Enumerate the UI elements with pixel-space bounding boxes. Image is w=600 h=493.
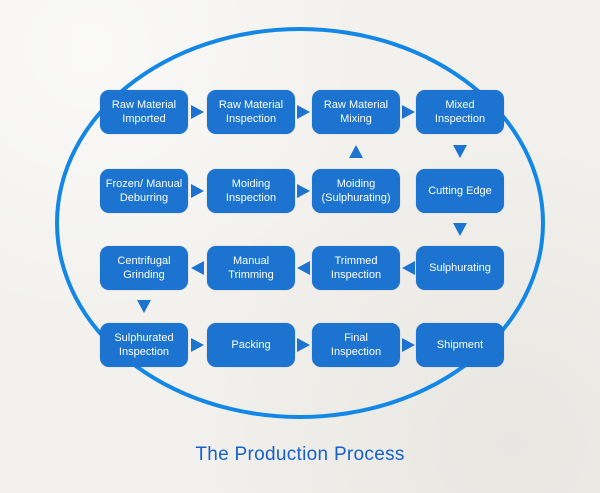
flow-box-trimmed-inspection: Trimmed Inspection bbox=[312, 246, 400, 290]
box-label: Shipment bbox=[436, 338, 484, 351]
arrow-left-icon bbox=[297, 261, 310, 275]
arrow-down-icon bbox=[453, 223, 467, 236]
arrow-up-icon bbox=[349, 145, 363, 158]
flow-box-cutting-edge: Cutting Edge bbox=[416, 169, 504, 213]
flow-box-sulphurated-inspection: Sulphurated Inspection bbox=[100, 323, 188, 367]
arrow-right-icon bbox=[297, 105, 310, 119]
flow-box-sulphurating: Sulphurating bbox=[416, 246, 504, 290]
flow-box-final-inspection: Final Inspection bbox=[312, 323, 400, 367]
box-label: Moiding (Sulphurating) bbox=[321, 177, 391, 204]
box-label: Raw Material Inspection bbox=[218, 98, 284, 125]
flow-box-shipment: Shipment bbox=[416, 323, 504, 367]
diagram-title: The Production Process bbox=[195, 444, 405, 465]
box-label: Raw Material Imported bbox=[111, 98, 177, 125]
arrow-right-icon bbox=[297, 184, 310, 198]
arrow-right-icon bbox=[191, 338, 204, 352]
flow-box-mixed-inspection: Mixed Inspection bbox=[416, 90, 504, 134]
box-label: Final Inspection bbox=[330, 331, 382, 358]
arrow-left-icon bbox=[191, 261, 204, 275]
arrow-right-icon bbox=[402, 105, 415, 119]
flow-box-centrifugal-grinding: Centrifugal Grinding bbox=[100, 246, 188, 290]
flow-box-manual-trimming: Manual Trimming bbox=[207, 246, 295, 290]
box-label: Centrifugal Grinding bbox=[117, 254, 171, 281]
box-label: Packing bbox=[231, 338, 271, 351]
arrow-left-icon bbox=[402, 261, 415, 275]
arrow-right-icon bbox=[402, 338, 415, 352]
box-label: Trimmed Inspection bbox=[330, 254, 382, 281]
box-label: Mixed Inspection bbox=[434, 98, 486, 125]
box-label: Cutting Edge bbox=[428, 184, 492, 197]
arrow-down-icon bbox=[137, 300, 151, 313]
flow-box-raw-material-inspection: Raw Material Inspection bbox=[207, 90, 295, 134]
flow-box-moiding-inspection: Moiding Inspection bbox=[207, 169, 295, 213]
arrow-right-icon bbox=[191, 184, 204, 198]
flow-box-moiding-sulphurating: Moiding (Sulphurating) bbox=[312, 169, 400, 213]
flow-box-frozen-manual-deburring: Frozen/ Manual Deburring bbox=[100, 169, 188, 213]
arrow-down-icon bbox=[453, 145, 467, 158]
arrow-right-icon bbox=[191, 105, 204, 119]
box-label: Raw Material Mixing bbox=[323, 98, 389, 125]
box-label: Frozen/ Manual Deburring bbox=[105, 177, 183, 204]
flow-box-raw-material-imported: Raw Material Imported bbox=[100, 90, 188, 134]
box-label: Manual Trimming bbox=[228, 254, 274, 281]
arrow-right-icon bbox=[297, 338, 310, 352]
box-label: Moiding Inspection bbox=[225, 177, 277, 204]
box-label: Sulphurating bbox=[429, 261, 491, 274]
flow-box-packing: Packing bbox=[207, 323, 295, 367]
ellipse-border bbox=[55, 27, 545, 419]
box-label: Sulphurated Inspection bbox=[114, 331, 174, 358]
flow-box-raw-material-mixing: Raw Material Mixing bbox=[312, 90, 400, 134]
